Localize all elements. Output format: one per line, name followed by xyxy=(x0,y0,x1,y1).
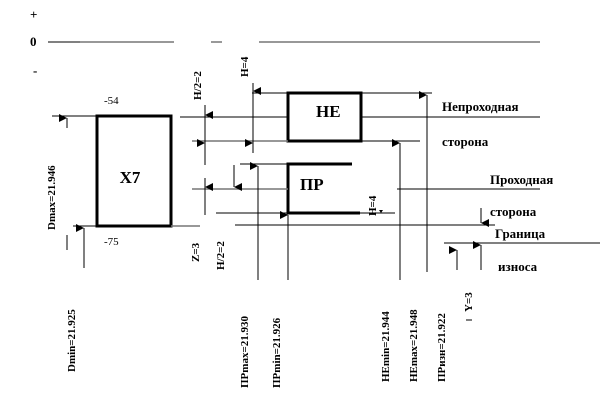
ne-min-label: НЕmin=21.944 xyxy=(380,311,392,382)
pr-min-label: ПРmin=21.926 xyxy=(271,317,283,388)
ne-side-line1: Непроходная xyxy=(442,99,519,114)
h-top-label: H=4 xyxy=(239,56,251,77)
y-label: Y=3 xyxy=(463,292,475,312)
plus-sign: + xyxy=(30,7,37,22)
shaft-tolerance-box xyxy=(95,114,173,228)
dmin-label: Dmin=21.925 xyxy=(66,309,78,372)
pr-side-line1: Проходная xyxy=(490,172,553,187)
ne-label: НЕ xyxy=(316,102,341,121)
h-half-top-label: H/2=2 xyxy=(192,71,204,100)
h-half-bottom-label: H/2=2 xyxy=(215,241,227,270)
upper-deviation: -54 xyxy=(104,95,119,107)
pr-wear-label: ПРизн=21.922 xyxy=(436,313,448,382)
pr-max-label: ПРmax=21.930 xyxy=(239,316,251,388)
zero-label: 0 xyxy=(30,34,37,49)
pr-gauge-box xyxy=(286,162,360,215)
pr-label: ПР xyxy=(300,175,324,194)
shaft-label: X7 xyxy=(120,168,141,187)
wear-limit-line1: Граница xyxy=(495,226,546,241)
z-label: Z=3 xyxy=(190,242,202,262)
pr-side-line2: сторона xyxy=(490,204,537,219)
wear-limit-line2: износа xyxy=(498,259,538,274)
minus-sign: - xyxy=(33,63,37,78)
ne-max-label: НЕmax=21.948 xyxy=(408,309,420,382)
lower-deviation: -75 xyxy=(104,236,119,248)
dmax-label: Dmax=21.946 xyxy=(46,165,58,230)
ne-side-line2: сторона xyxy=(442,134,489,149)
h-pr-label: H=4 xyxy=(367,195,379,216)
